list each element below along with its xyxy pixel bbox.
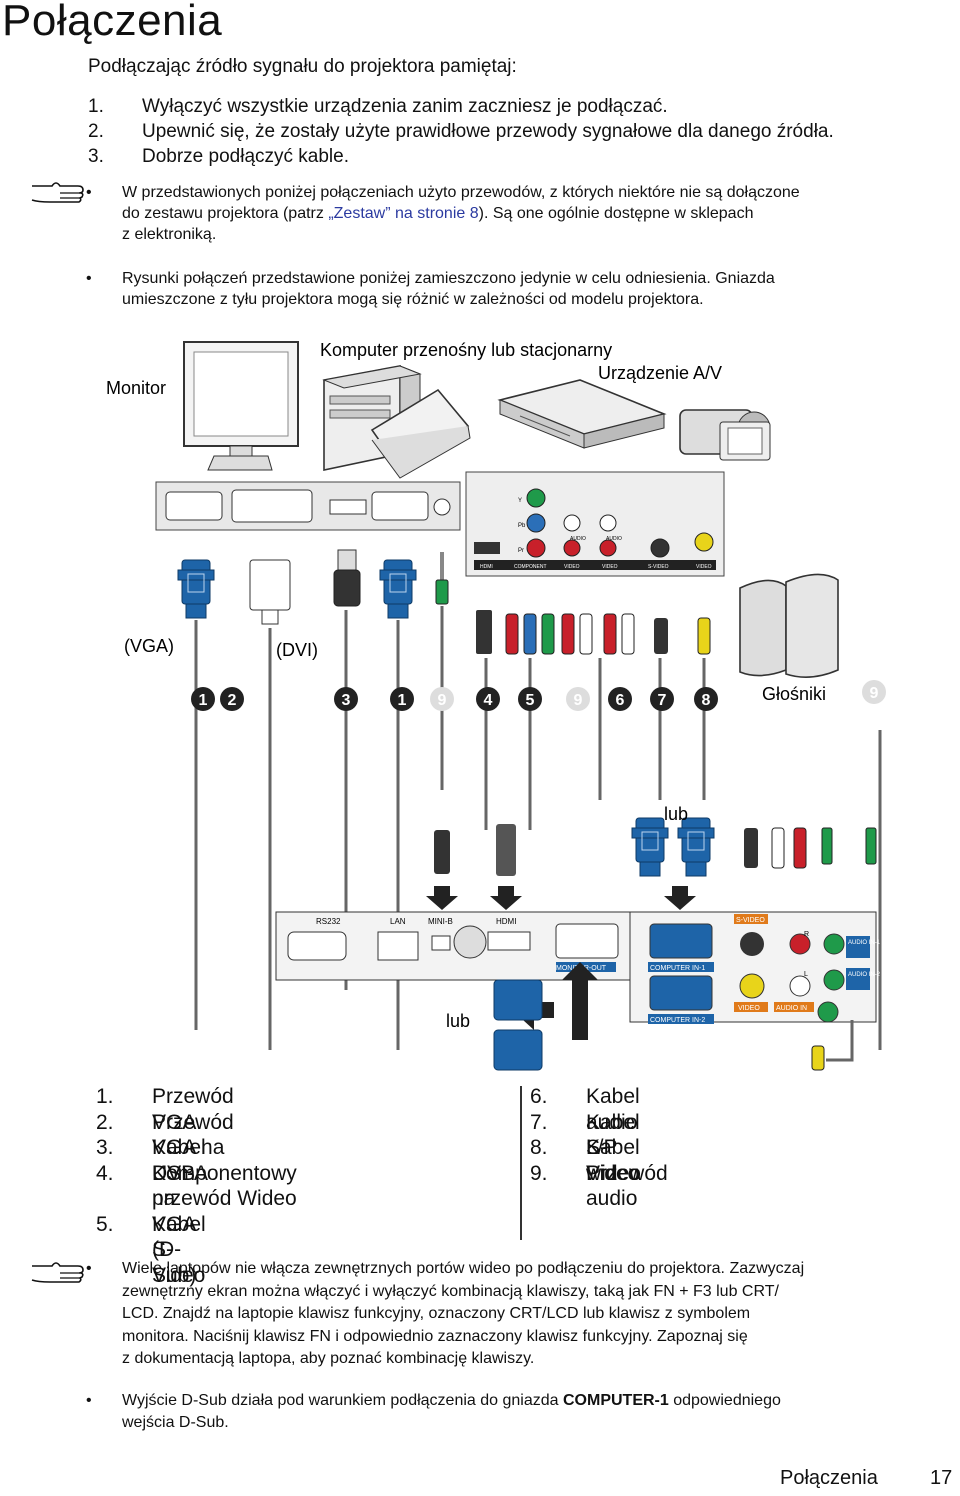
note-hand-icon (31, 182, 84, 203)
arrows (426, 886, 696, 910)
svg-text:COMPUTER IN-2: COMPUTER IN-2 (650, 1017, 705, 1024)
video-plug-icon (811, 1045, 825, 1071)
footer-section: Połączenia (780, 1467, 878, 1489)
svg-text:HDMI: HDMI (496, 917, 516, 926)
svg-text:8: 8 (702, 692, 711, 709)
av-plugs (476, 610, 711, 655)
lower-vga-plugs (493, 979, 543, 1071)
vga-label: (VGA) (124, 636, 174, 656)
or-label-2: lub (446, 1011, 470, 1031)
svg-text:VIDEO: VIDEO (738, 1005, 760, 1012)
svg-text:RS232: RS232 (316, 917, 341, 926)
cable-number-badges: 1 2 3 1 9 4 5 9 6 7 8 9 (191, 680, 886, 711)
svg-text:VIDEO: VIDEO (602, 564, 618, 570)
note-hand-icon (31, 1262, 84, 1283)
speakers-label: Głośniki (762, 684, 826, 704)
page-title: Połączenia (2, 0, 223, 45)
svg-text:1: 1 (398, 692, 407, 709)
svg-text:9: 9 (870, 685, 879, 702)
svg-text:AUDIO: AUDIO (606, 536, 622, 542)
or-label-1: lub (664, 804, 688, 824)
svg-text:1: 1 (199, 692, 208, 709)
av-port-panel: HDMI COMPONENT VIDEO VIDEO S-VIDEO VIDEO… (465, 471, 725, 577)
page-number: 17 (930, 1467, 953, 1489)
computer-icon (322, 365, 471, 479)
step-item: 1.Wyłączyć wszystkie urządzenia zanim za… (88, 96, 668, 117)
steps-list: 1.Wyłączyć wszystkie urządzenia zanim za… (88, 94, 834, 169)
usb-plug-icon (333, 549, 361, 607)
av-device-label: Urządzenie A/V (598, 363, 722, 383)
svg-text:9: 9 (438, 692, 447, 709)
legend-divider (520, 1086, 522, 1240)
svg-text:VIDEO: VIDEO (696, 564, 712, 570)
svg-text:AUDIO IN-2: AUDIO IN-2 (848, 972, 881, 978)
svg-text:COMPUTER IN-1: COMPUTER IN-1 (650, 965, 705, 972)
step-item: 3.Dobrze podłączyć kable. (88, 146, 349, 167)
av-device-icon (497, 379, 667, 449)
up-arrow (562, 962, 598, 1040)
svg-text:7: 7 (658, 692, 667, 709)
svg-text:2: 2 (228, 692, 237, 709)
computer-label: Komputer przenośny lub stacjonarny (320, 340, 612, 360)
speakers-icon (739, 573, 839, 678)
svg-text:5: 5 (526, 692, 535, 709)
svg-text:HDMI: HDMI (480, 564, 493, 570)
manual-link[interactable]: „Zestaw” na stronie 8 (328, 205, 479, 222)
monitor-icon (183, 341, 299, 471)
svg-text:Pb: Pb (518, 523, 526, 529)
svg-text:9: 9 (574, 692, 583, 709)
svg-text:AUDIO: AUDIO (570, 536, 586, 542)
svg-text:Pr: Pr (518, 548, 524, 554)
camcorder-icon (679, 409, 771, 461)
intro-text: Podłączając źródło sygnału do projektora… (88, 56, 517, 77)
connection-diagram: Monitor Komputer przenośny lub stacjonar… (106, 340, 886, 1071)
audio-plug-icon (435, 552, 449, 605)
svg-text:R: R (804, 931, 809, 938)
svg-text:AUDIO IN-1: AUDIO IN-1 (848, 940, 881, 946)
svg-text:6: 6 (616, 692, 625, 709)
svg-text:S-VIDEO: S-VIDEO (648, 564, 669, 570)
svg-text:4: 4 (484, 692, 493, 709)
dvi-label: (DVI) (276, 640, 318, 660)
computer-port-panel (155, 481, 461, 531)
svg-text:AUDIO IN: AUDIO IN (776, 1005, 807, 1012)
step-item: 2.Upewnić się, że zostały użyte prawidło… (88, 121, 834, 142)
svg-text:3: 3 (342, 692, 351, 709)
svg-text:S-VIDEO: S-VIDEO (736, 917, 765, 924)
monitor-label: Monitor (106, 378, 166, 398)
svg-text:MINI-B: MINI-B (428, 917, 453, 926)
svg-text:Y: Y (518, 498, 522, 504)
svg-text:COMPONENT: COMPONENT (514, 564, 547, 570)
svg-text:L: L (804, 971, 808, 978)
svg-text:LAN: LAN (390, 917, 406, 926)
svg-text:VIDEO: VIDEO (564, 564, 580, 570)
dvi-plug-icon (249, 559, 291, 625)
